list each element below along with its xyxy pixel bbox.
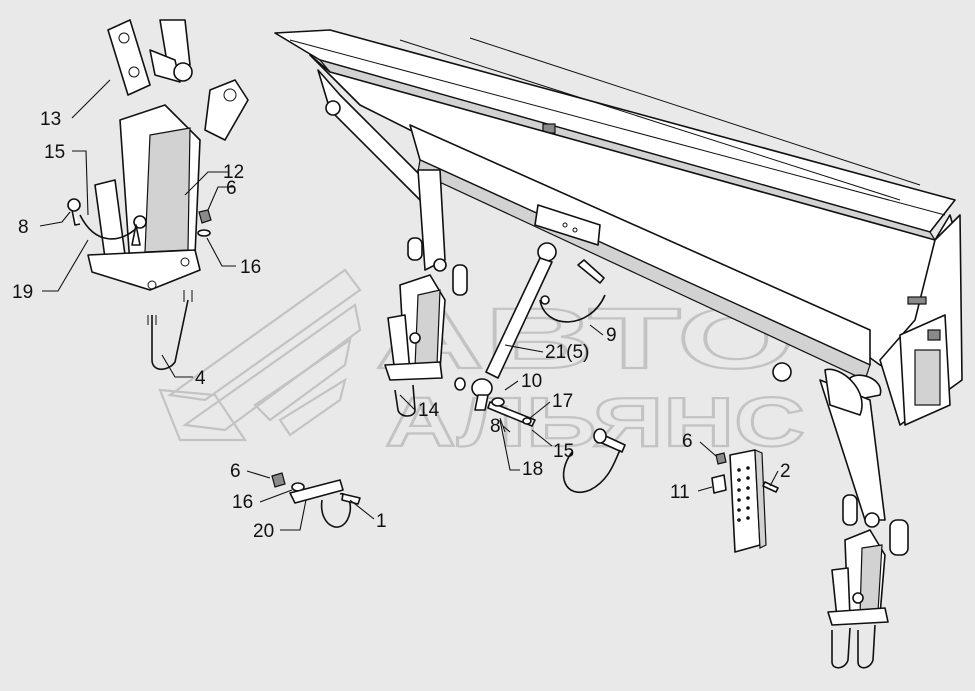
leader-lines <box>39 79 779 531</box>
spreader-hopper <box>274 29 963 556</box>
callout-13: 13 <box>40 109 61 130</box>
callout-18: 18 <box>522 459 543 480</box>
callout-8-top: 8 <box>18 217 29 238</box>
callout-10: 10 <box>521 371 542 392</box>
callout-6-top: 6 <box>226 178 237 199</box>
callout-17: 17 <box>552 391 573 412</box>
callout-9: 9 <box>606 325 617 346</box>
watermark-text-line2: АЛЬЯНС <box>385 383 805 461</box>
callout-6-right: 6 <box>682 431 693 452</box>
watermark-emblem <box>158 268 362 442</box>
u-bolt-4 <box>151 299 189 371</box>
pin-assembly-middle <box>487 397 626 493</box>
callout-4: 4 <box>195 368 206 389</box>
callout-15-middle: 15 <box>553 441 574 462</box>
plate-13 <box>107 19 151 96</box>
hitch-bracket-middle <box>384 274 466 417</box>
callout-1: 1 <box>376 511 387 532</box>
callout-16-top: 16 <box>240 257 261 278</box>
handle-assembly-20 <box>271 472 361 528</box>
adjustment-bar <box>711 449 779 553</box>
callout-8-middle: 8 <box>490 416 501 437</box>
callout-12: 12 <box>223 162 244 183</box>
callout-19: 19 <box>12 282 33 303</box>
callout-21: 21(5) <box>545 342 589 363</box>
hitch-bracket-bottom-right <box>827 529 889 669</box>
tie-rod-21 <box>471 242 557 411</box>
callout-labels: 13 15 12 6 8 16 19 4 9 21(5) 14 10 17 8 … <box>12 109 791 542</box>
hitch-bracket-top-left <box>67 19 249 371</box>
callout-6-bottom: 6 <box>230 461 241 482</box>
callout-14: 14 <box>418 400 440 421</box>
callout-20: 20 <box>253 521 274 542</box>
callout-2: 2 <box>780 461 791 482</box>
cable-9 <box>539 259 606 323</box>
callout-15-top: 15 <box>44 142 65 163</box>
callout-11: 11 <box>670 482 690 503</box>
callout-16-bottom: 16 <box>232 492 253 513</box>
